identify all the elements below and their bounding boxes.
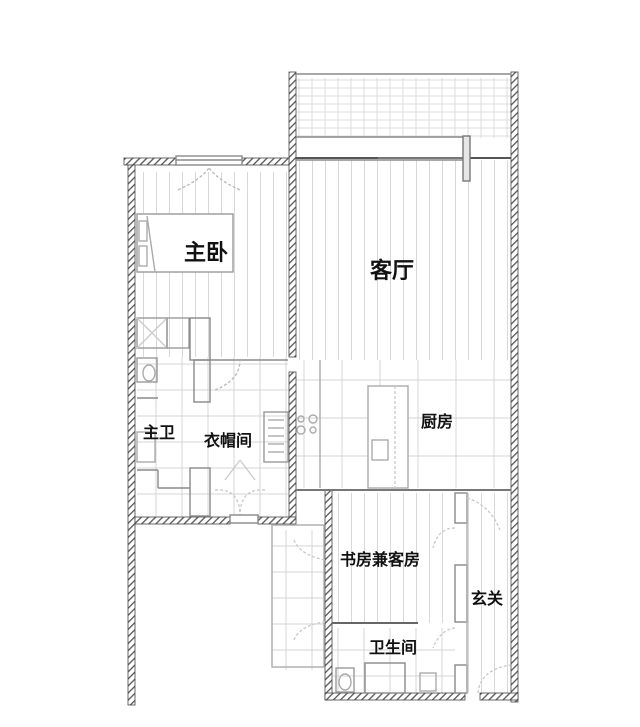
room-label-kitchen: 厨房 bbox=[421, 412, 454, 431]
floor-fills bbox=[137, 78, 511, 693]
room-label-study-guest-room: 书房兼客房 bbox=[340, 550, 421, 569]
room-label-living-room: 客厅 bbox=[370, 259, 415, 284]
room-label-bathroom: 卫生间 bbox=[369, 638, 418, 657]
room-label-entrance: 玄关 bbox=[471, 589, 504, 608]
room-label-master-bedroom: 主卧 bbox=[184, 241, 229, 266]
room-label-walk-in-closet: 衣帽间 bbox=[204, 431, 253, 450]
partitions bbox=[136, 73, 511, 694]
room-label-master-bath: 主卫 bbox=[143, 423, 176, 442]
